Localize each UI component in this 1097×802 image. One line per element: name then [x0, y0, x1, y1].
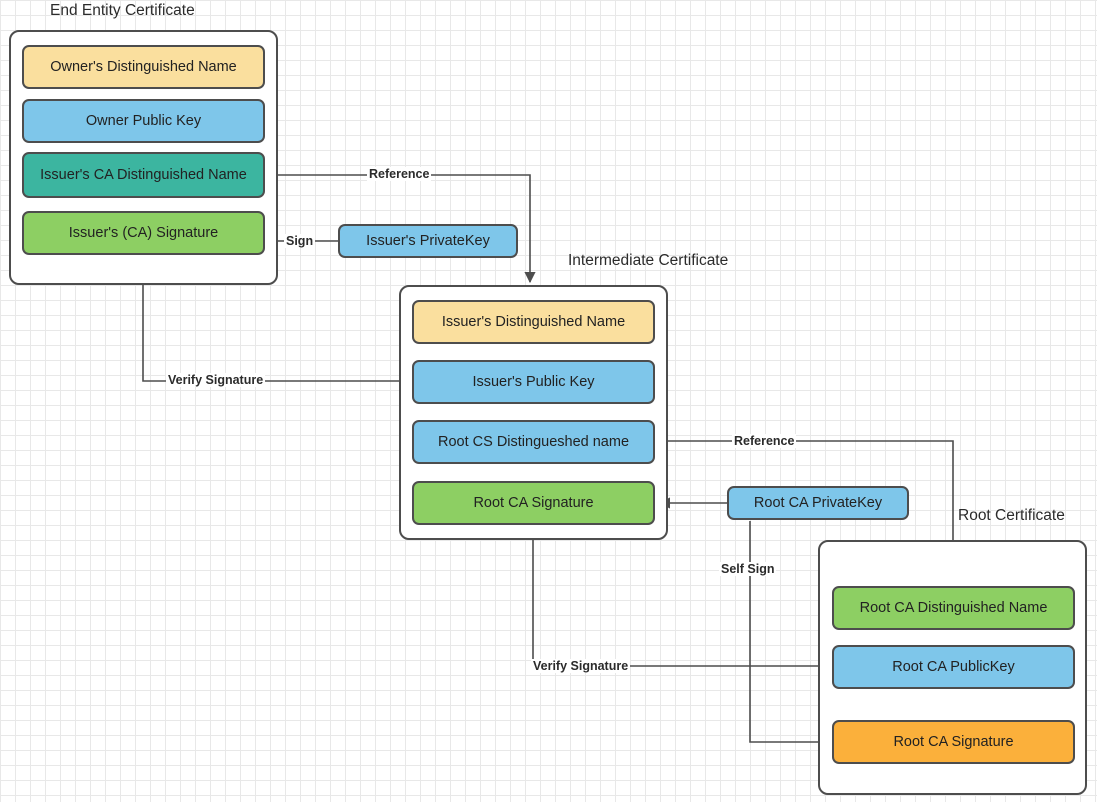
field-owners-distinguished-name[interactable]: Owner's Distinguished Name	[22, 45, 265, 89]
field-root-ca-distinguished-name[interactable]: Root CA Distinguished Name	[832, 586, 1075, 630]
edge-self-sign	[749, 521, 830, 748]
edge-label-self-sign: Self Sign	[719, 562, 777, 576]
field-issuers-ca-distinguished-name[interactable]: Issuer's CA Distinguished Name	[22, 152, 265, 198]
edge-verify-signature-bottom	[527, 526, 833, 667]
field-issuers-distinguished-name[interactable]: Issuer's Distinguished Name	[412, 300, 655, 344]
root-ca-privatekey-box[interactable]: Root CA PrivateKey	[727, 486, 909, 520]
edge-label-verify-signature-bottom: Verify Signature	[531, 659, 631, 673]
end-entity-certificate-title: End Entity Certificate	[50, 2, 195, 19]
field-owner-public-key[interactable]: Owner Public Key	[22, 99, 265, 143]
edge-label-sign: Sign	[284, 234, 316, 248]
edge-label-verify-signature-top: Verify Signature	[166, 373, 266, 387]
field-issuers-public-key[interactable]: Issuer's Public Key	[412, 360, 655, 404]
field-root-ca-publickey[interactable]: Root CA PublicKey	[832, 645, 1075, 689]
edge-label-reference-top: Reference	[367, 167, 432, 181]
edge-label-reference-bottom: Reference	[732, 434, 797, 448]
intermediate-certificate-title: Intermediate Certificate	[568, 252, 729, 269]
field-intermediate-root-ca-signature[interactable]: Root CA Signature	[412, 481, 655, 525]
field-root-ca-signature[interactable]: Root CA Signature	[832, 720, 1075, 764]
root-certificate-title: Root Certificate	[958, 507, 1065, 524]
field-issuers-ca-signature[interactable]: Issuer's (CA) Signature	[22, 211, 265, 255]
field-root-cs-distingueshed-name[interactable]: Root CS Distingueshed name	[412, 420, 655, 464]
issuers-privatekey-box[interactable]: Issuer's PrivateKey	[338, 224, 518, 258]
